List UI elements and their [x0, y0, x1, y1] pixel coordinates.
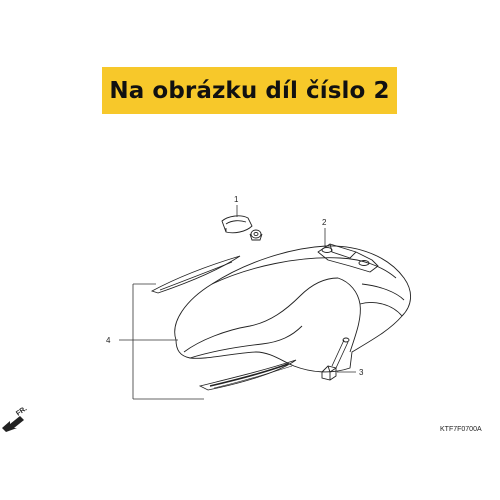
front-fender: [174, 243, 411, 373]
fender-bolt: [321, 339, 349, 381]
callout-1: 1: [234, 195, 239, 204]
cable-clamp: [221, 215, 263, 241]
lower-decal-stripe: [198, 359, 297, 391]
upper-decal-stripe: [150, 255, 241, 294]
banner-text: Na obrázku díl číslo 2: [109, 77, 390, 104]
callout-3: 3: [359, 368, 364, 377]
front-arrow-icon: [2, 416, 24, 432]
part-banner: Na obrázku díl číslo 2: [102, 67, 397, 114]
diagram-code: KTF7F0700A: [440, 426, 482, 433]
leader-lines: [119, 205, 356, 400]
callout-4: 4: [106, 336, 111, 345]
callout-2: 2: [322, 218, 327, 227]
direction-label: FR.: [15, 405, 28, 417]
